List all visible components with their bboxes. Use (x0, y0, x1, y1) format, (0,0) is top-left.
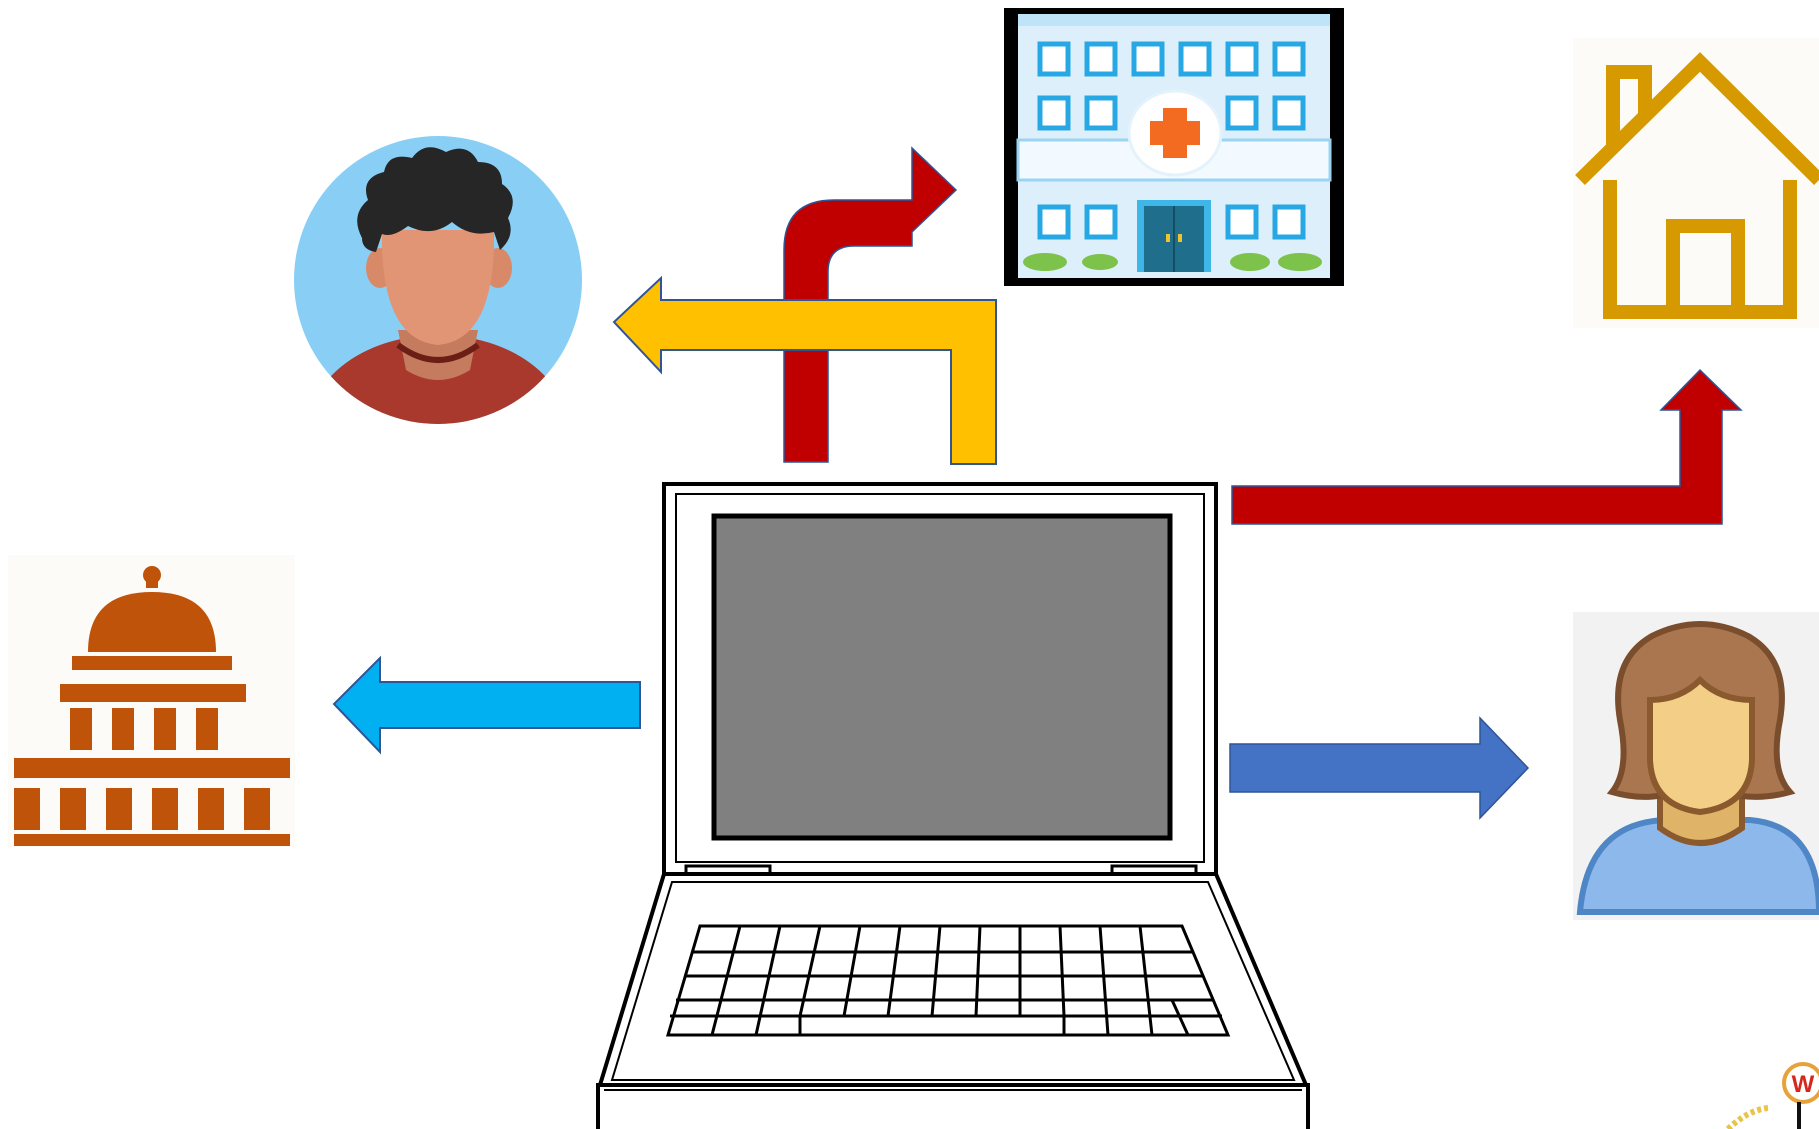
hospital-icon (1004, 8, 1344, 286)
laptop-keyboard (665, 924, 1231, 1037)
arrow-to-woman (1229, 716, 1530, 820)
badge-letter: W (1792, 1071, 1815, 1098)
woman-avatar-icon (1573, 612, 1819, 920)
w-badge-icon: W (1725, 1062, 1819, 1129)
government-building-icon (8, 555, 295, 847)
man-avatar-icon (294, 136, 582, 424)
laptop-icon (596, 482, 1310, 1129)
arrow-to-home (1231, 368, 1743, 525)
arrow-to-hospital (783, 146, 958, 463)
house-icon (1573, 38, 1819, 328)
arrow-to-man (612, 275, 997, 465)
arrow-to-government (332, 655, 641, 755)
